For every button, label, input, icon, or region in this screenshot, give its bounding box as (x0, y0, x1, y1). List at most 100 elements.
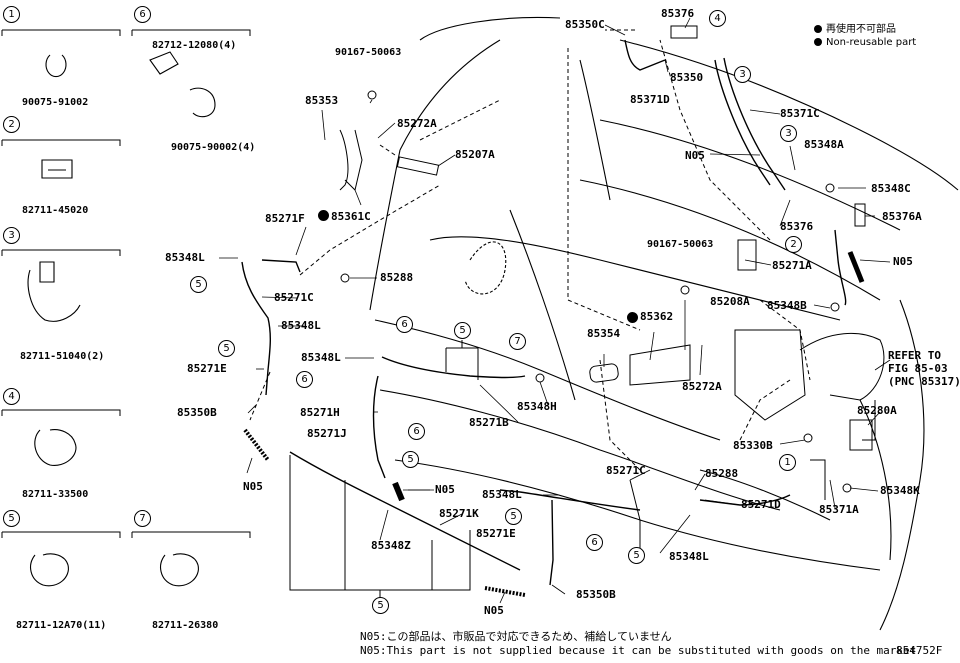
bullet-icon (814, 38, 822, 46)
bullet-icon (814, 25, 822, 33)
part-label[interactable]: 85288 (705, 467, 739, 480)
part-label[interactable]: 85350B (177, 406, 217, 419)
panel-number: 7 (134, 510, 151, 527)
part-label[interactable]: 85280A (857, 404, 897, 417)
part-label[interactable]: 85271F (265, 212, 305, 225)
panel-number: 1 (3, 6, 20, 23)
part-label[interactable]: 85330B (733, 439, 773, 452)
callout-number: 6 (396, 316, 413, 333)
panel-part-number[interactable]: 82711-33500 (22, 489, 89, 500)
part-label[interactable]: 90167-50063 (335, 47, 402, 58)
callout-number: 5 (402, 451, 419, 468)
part-label[interactable]: 85348L (165, 251, 205, 264)
footnote-jp: N05:この部品は、市販品で対応できるため、補給していません (360, 630, 672, 643)
callout-number: 5 (505, 508, 522, 525)
part-label[interactable]: 85348Z (371, 539, 411, 552)
part-label[interactable]: 85353 (305, 94, 339, 107)
part-label[interactable]: 85348L (301, 351, 341, 364)
part-label[interactable]: 85350 (670, 71, 704, 84)
callout-number: 5 (190, 276, 207, 293)
part-label[interactable]: N05 (893, 255, 913, 268)
part-label[interactable]: 85376 (780, 220, 814, 233)
part-label[interactable]: 85272A (682, 380, 722, 393)
non-reusable-dot-icon (318, 210, 329, 221)
footnote-en: N05:This part is not supplied because it… (360, 644, 917, 657)
part-label[interactable]: N05 (685, 149, 705, 162)
callout-number: 5 (628, 547, 645, 564)
part-label[interactable]: 85376A (882, 210, 922, 223)
part-label[interactable]: 90167-50063 (647, 239, 714, 250)
callout-number: 6 (408, 423, 425, 440)
panel-number: 6 (134, 6, 151, 23)
panel-part-number[interactable]: 82711-26380 (152, 620, 219, 631)
panel-part-number[interactable]: 90075-91002 (22, 97, 89, 108)
callout-number: 6 (296, 371, 313, 388)
part-label[interactable]: N05 (484, 604, 504, 617)
leader-lines (219, 17, 891, 604)
legend-non-reusable-en: Non-reusable part (814, 37, 916, 48)
panel-part-number[interactable]: 82711-51040(2) (20, 351, 105, 362)
part-label[interactable]: 85271K (439, 507, 479, 520)
panel-number: 5 (3, 510, 20, 527)
fastener-marks (340, 90, 852, 493)
part-label[interactable]: 85271H (300, 406, 340, 419)
callout-number: 7 (509, 333, 526, 350)
part-label[interactable]: 85348L (669, 550, 709, 563)
panel-part-number[interactable]: 90075-90002(4) (171, 142, 256, 153)
legend-non-reusable-jp: 再使用不可部品 (814, 20, 896, 35)
panel-part-number[interactable]: 82711-12A70(11) (16, 620, 107, 631)
panel-part-sketches (27, 51, 216, 587)
panel-number: 4 (3, 388, 20, 405)
component-sketches (243, 25, 885, 597)
panel-part-number[interactable]: 82712-12080(4) (152, 40, 237, 51)
callout-number: 5 (218, 340, 235, 357)
part-label[interactable]: 85371D (630, 93, 670, 106)
panel-number: 3 (3, 227, 20, 244)
part-label[interactable]: 85271D (741, 498, 781, 511)
part-label[interactable]: 85271E (476, 527, 516, 540)
part-label[interactable]: 85348L (281, 319, 321, 332)
callout-number: 5 (372, 597, 389, 614)
part-label[interactable]: 85271A (772, 259, 812, 272)
part-label[interactable]: 85371C (780, 107, 820, 120)
refer-note[interactable]: REFER TO FIG 85-03 (PNC 85317) (888, 349, 960, 388)
part-label[interactable]: 85348C (871, 182, 911, 195)
part-label[interactable]: 85361C (331, 210, 371, 223)
callout-number: 2 (785, 236, 802, 253)
part-label[interactable]: 85208A (710, 295, 750, 308)
panel-number: 2 (3, 116, 20, 133)
part-label[interactable]: 85207A (455, 148, 495, 161)
part-label[interactable]: 85348A (804, 138, 844, 151)
part-label[interactable]: 85288 (380, 271, 414, 284)
panel-brackets (1, 29, 251, 538)
panel-part-number[interactable]: 82711-45020 (22, 205, 89, 216)
figure-code: 854752F (896, 644, 943, 657)
part-label[interactable]: 85371A (819, 503, 859, 516)
part-label[interactable]: 85348K (880, 484, 920, 497)
hoses (241, 39, 847, 586)
part-label[interactable]: 85348L (482, 488, 522, 501)
part-label[interactable]: 85348B (767, 299, 807, 312)
part-label[interactable]: 85271B (469, 416, 509, 429)
callout-number: 1 (779, 454, 796, 471)
vehicle-body-outline (369, 16, 959, 631)
part-label[interactable]: 85272A (397, 117, 437, 130)
callout-number: 3 (734, 66, 751, 83)
callout-number: 3 (780, 125, 797, 142)
part-label[interactable]: 85350B (576, 588, 616, 601)
part-label[interactable]: N05 (435, 483, 455, 496)
part-label[interactable]: 85354 (587, 327, 621, 340)
part-label[interactable]: 85376 (661, 7, 695, 20)
part-label[interactable]: 85271E (187, 362, 227, 375)
part-label[interactable]: 85362 (640, 310, 674, 323)
part-label[interactable]: N05 (243, 480, 263, 493)
non-reusable-dot-icon (627, 312, 638, 323)
part-label[interactable]: 85348H (517, 400, 557, 413)
part-label[interactable]: 85271C (274, 291, 314, 304)
callout-number: 6 (586, 534, 603, 551)
part-label[interactable]: 85271J (307, 427, 347, 440)
callout-number: 4 (709, 10, 726, 27)
part-label[interactable]: 85350C (565, 18, 605, 31)
part-label[interactable]: 85271C (606, 464, 646, 477)
